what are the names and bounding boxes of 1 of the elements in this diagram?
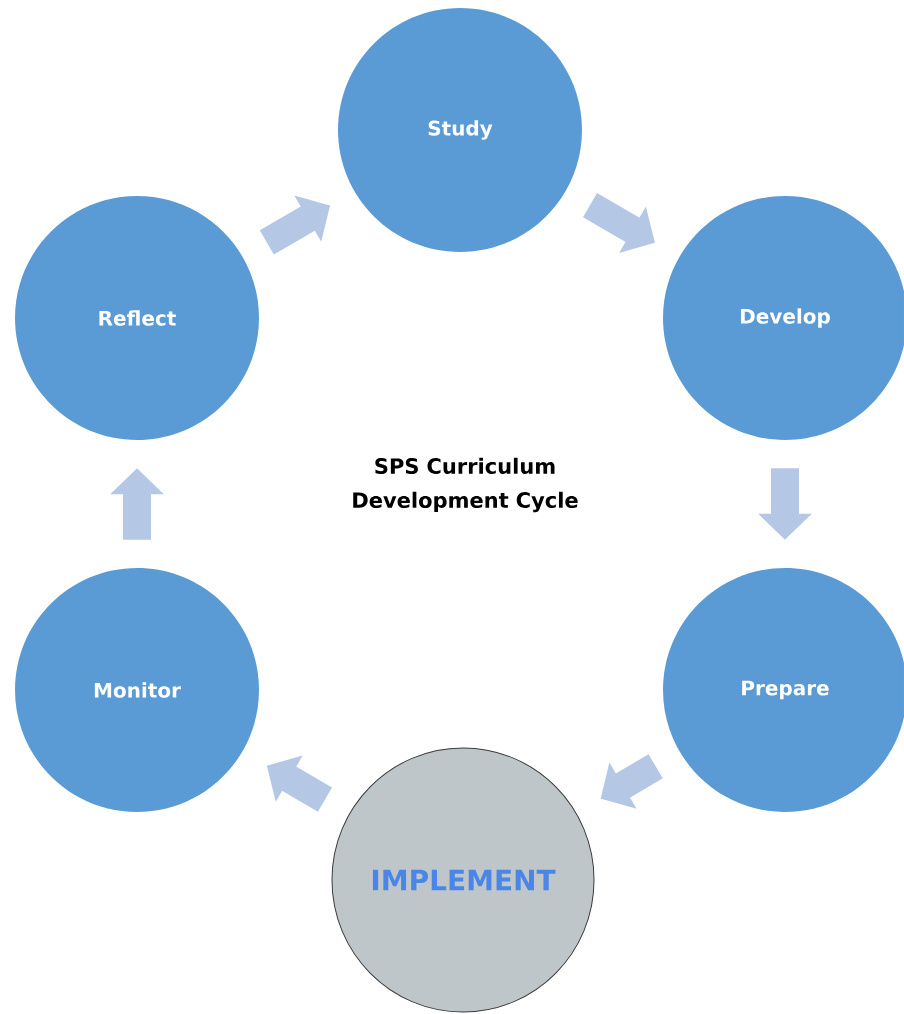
title-text: SPS Curriculum Development Cycle bbox=[353, 457, 578, 513]
